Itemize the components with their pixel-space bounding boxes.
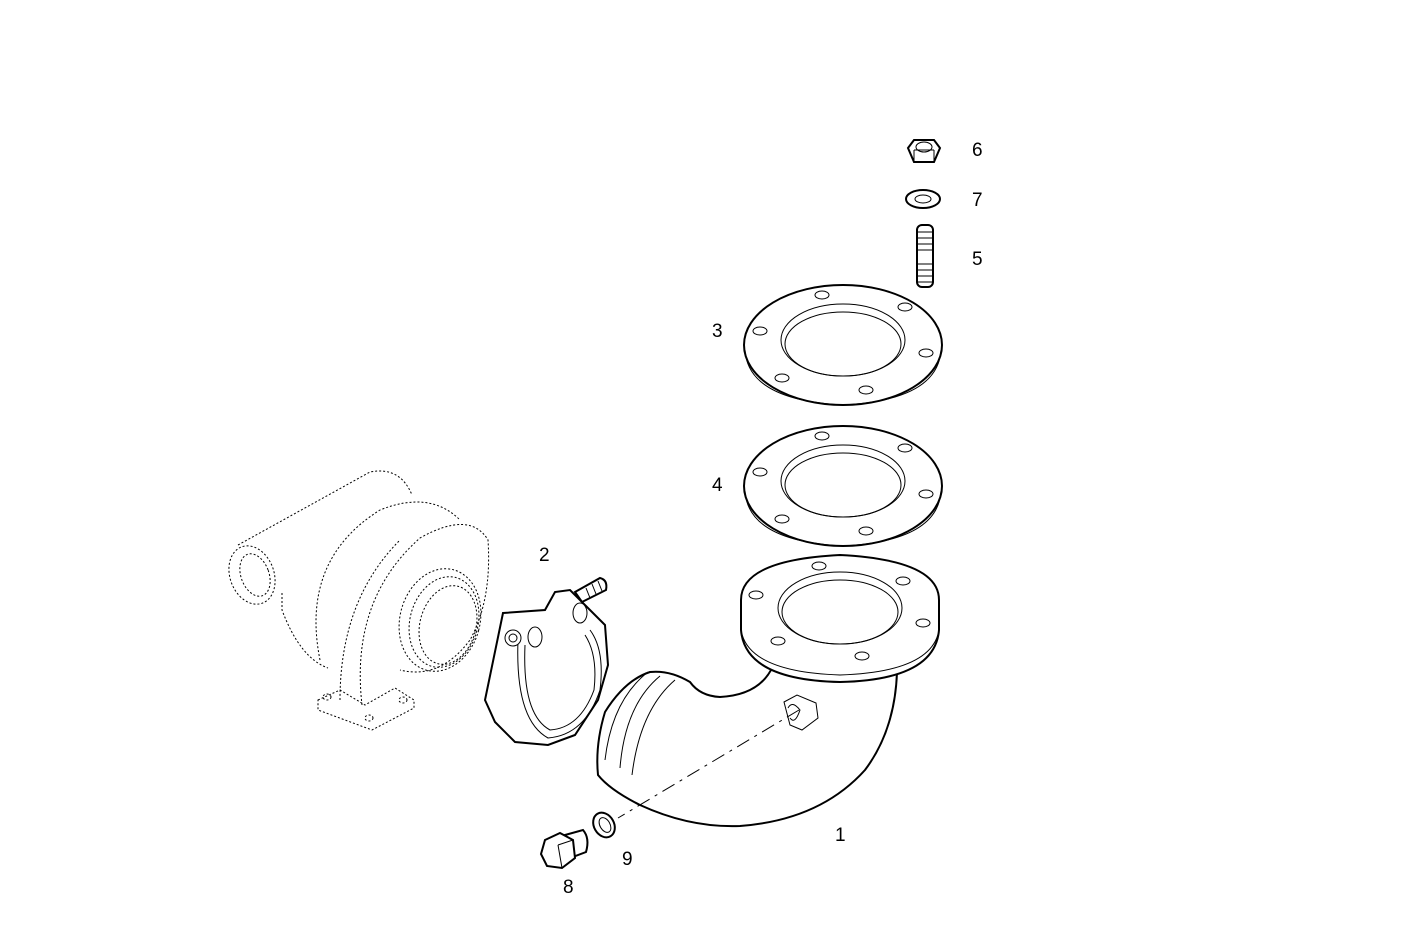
callout-9: 9 <box>622 849 633 870</box>
stud-drawing <box>916 224 934 288</box>
flange-gasket-4-drawing <box>743 425 943 547</box>
callout-3: 3 <box>712 321 723 342</box>
turbocharger-reference <box>228 470 490 731</box>
hex-nut-drawing <box>906 139 942 163</box>
callout-1: 1 <box>835 825 846 846</box>
callout-6: 6 <box>972 140 983 161</box>
callout-8: 8 <box>563 877 574 898</box>
plug-screw-drawing <box>539 828 589 870</box>
sealing-ring-drawing <box>592 811 616 839</box>
exhaust-elbow-drawing <box>596 553 940 828</box>
callout-5: 5 <box>972 249 983 270</box>
flange-gasket-3-drawing <box>743 284 943 406</box>
callout-7: 7 <box>972 190 983 211</box>
callout-2: 2 <box>539 545 550 566</box>
v-band-clamp-drawing <box>483 576 610 747</box>
callout-4: 4 <box>712 475 723 496</box>
washer-drawing <box>905 189 941 209</box>
